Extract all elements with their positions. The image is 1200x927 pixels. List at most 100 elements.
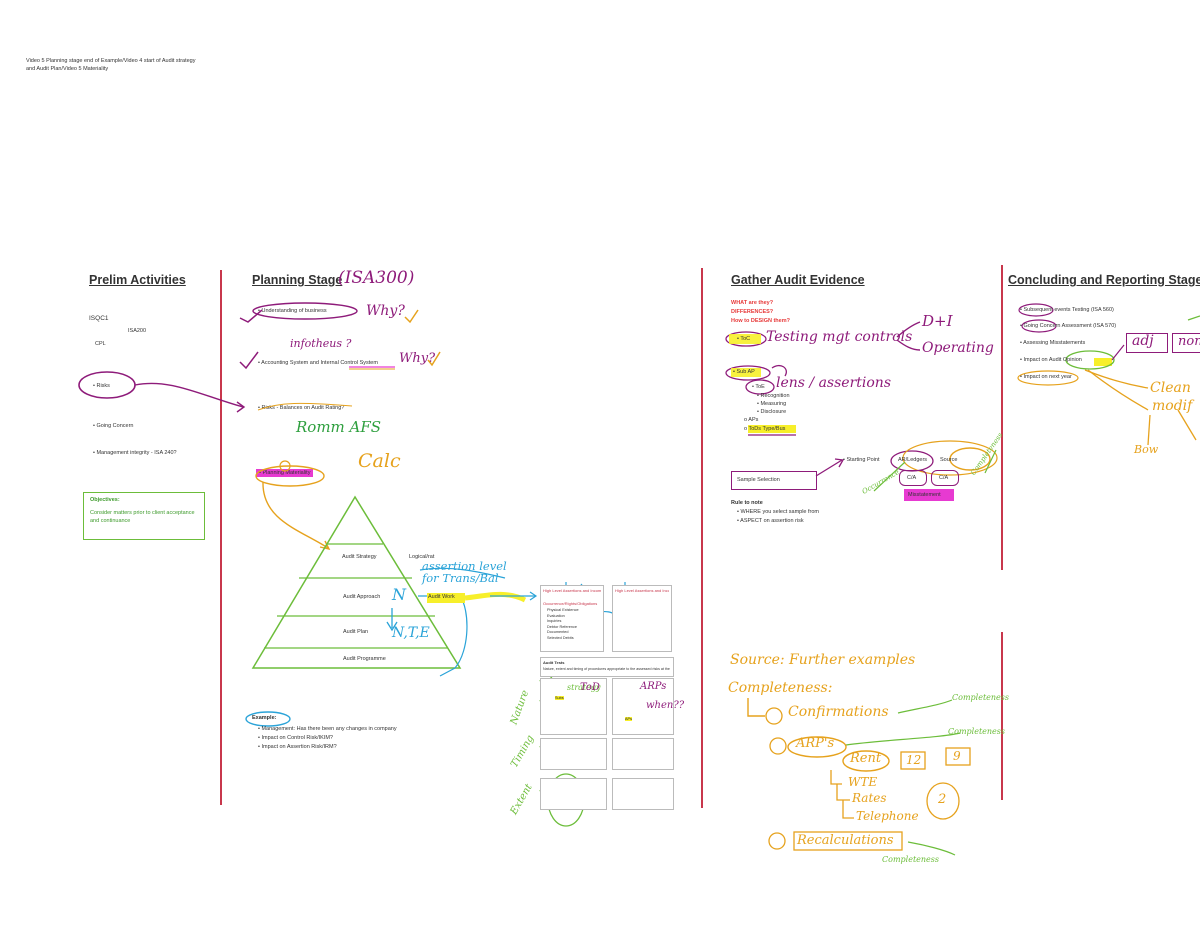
column-divider [701, 268, 703, 808]
nature-card-right: APs [612, 678, 674, 735]
recalculations-note: Recalculations [797, 833, 894, 848]
disclosure-item: • Disclosure [757, 409, 787, 415]
concluding-item-1: • Subsequent events Testing (ISA 560) [1020, 307, 1114, 313]
tods-item: o ToDs Type/Bus [744, 426, 786, 432]
telephone-note: Telephone [856, 809, 919, 823]
completeness-heading: Completeness: [728, 680, 833, 696]
strategy-note: strategy [567, 683, 601, 692]
timing-card-right [612, 738, 674, 770]
extent-card-right [612, 778, 674, 810]
misstatement-label: Misstatement [908, 492, 941, 498]
assertions-card-2-title: High Level Assertions and Income [615, 588, 669, 593]
header-line-2: and Audit Plan/Video 5 Materiality [26, 66, 109, 72]
example-item-2-label: Impact on Control Risk/IKIM? [261, 735, 333, 741]
toe-label: ToE [755, 384, 765, 390]
business-circle [252, 302, 358, 320]
sample-selection-box: Sample Selection [731, 471, 817, 490]
tick-mark [427, 351, 441, 367]
confirmations-note: Confirmations [788, 704, 889, 720]
concluding-title: Concluding and Reporting Stage [1008, 273, 1200, 287]
extent-card-left [540, 778, 607, 810]
audit-tests-card: Audit Tests Nature, extent and timing of… [540, 657, 674, 677]
ca-label-1: C/A [907, 475, 917, 481]
bow-note: Bow [1134, 443, 1159, 456]
risks-arrow [134, 382, 244, 408]
ca-box-1: C/A [899, 470, 927, 486]
example-item-3: • Impact on Assertion Risk/IRM? [258, 744, 337, 750]
concluding-item-3-label: Assessing Misstatements [1023, 340, 1086, 346]
calc-note: Calc [358, 450, 401, 472]
planning-item-systems: • Accounting System and Internal Control… [258, 360, 378, 366]
di-note: D+I [922, 312, 953, 330]
planning-item-materiality-label: Planning Materiality [262, 470, 311, 476]
example-item-1: • Management: Has there been any changes… [258, 726, 397, 732]
header-line-1: Video 5 Planning stage end of Example/Vi… [26, 58, 196, 64]
management-integrity-item: • Management integrity - ISA 240? [93, 450, 177, 456]
non-label: non [1178, 334, 1200, 349]
aps-label: APs [748, 417, 759, 423]
examples-title: Example: [252, 715, 277, 721]
completeness-note-1: Completeness [952, 693, 1009, 702]
why-note-1: Why? [366, 303, 405, 319]
assertions-card-1-item: Debtor Reference [547, 624, 577, 629]
objectives-title: Objectives: [90, 497, 120, 503]
completeness-note-2: Completeness [948, 727, 1005, 736]
example-circle [245, 711, 291, 727]
toc-label: ToC [740, 336, 751, 342]
question-differences: DIFFERENCES? [731, 309, 774, 315]
ledgers-label: AR/Ledgers [898, 457, 928, 463]
pyramid-logical: Logical/rat [409, 554, 435, 560]
measuring-item: • Measuring [757, 401, 787, 407]
twelve-note: 12 [906, 753, 922, 767]
tod-note: ToD [580, 682, 600, 693]
going-concern-item: • Going Concern [93, 423, 134, 429]
risks-circle [78, 371, 136, 399]
aps-card-item: APs [625, 717, 673, 721]
example-item-1-label: Management: Has there been any changes i… [261, 726, 397, 732]
tick-mark [239, 309, 263, 323]
tick-mark [404, 309, 419, 324]
objectives-box: Objectives: Consider matters prior to cl… [83, 492, 205, 540]
sub-ap-circle [725, 365, 771, 381]
toc-circle [725, 331, 767, 347]
ca-box-2: C/A [931, 470, 959, 486]
concluding-item-2-label: Going Concern Assessment (ISA 570) [1023, 323, 1117, 329]
isa200-label: ISA200 [128, 328, 147, 334]
wte-note: WTE [848, 775, 878, 789]
planning-item-risks: • Risks - Balances on Audit Rating? [258, 405, 345, 411]
infos-note: infotheus ? [290, 337, 352, 350]
ca-label-2: C/A [939, 475, 949, 481]
question-design: How to DESIGN them? [731, 318, 790, 324]
modif-note: modif [1152, 398, 1193, 414]
arps-completeness-note: ARP's [796, 736, 835, 751]
audit-work-label: Audit Work [428, 594, 455, 600]
assertions-card-1-item: Inquiries [547, 619, 562, 623]
aps-card-label: APs [625, 717, 632, 721]
concluding-item-3: • Assessing Misstatements [1020, 340, 1086, 346]
testing-controls-note: Testing mgt controls [766, 329, 913, 345]
recognition-item: • Recognition [757, 393, 790, 399]
materiality-circle [255, 465, 325, 487]
rates-note: Rates [852, 791, 887, 805]
concluding-item-5: • Impact on next year [1020, 374, 1072, 380]
example-item-2: • Impact on Control Risk/IKIM? [258, 735, 333, 741]
rule-item-1: • WHERE you select sample from [737, 509, 820, 515]
sub-ap-item: • Sub AP [733, 369, 755, 375]
rule-title: Rule to note [731, 500, 763, 506]
concluding-item-1-label: Subsequent events Testing (ISA 560) [1023, 307, 1114, 313]
example-item-3-label: Impact on Assertion Risk/IRM? [261, 744, 337, 750]
audit-tests-text: Nature, extent and timing of procedures … [543, 667, 671, 671]
prelim-title: Prelim Activities [89, 273, 186, 287]
question-what: WHAT are they? [731, 300, 774, 306]
assertions-card-1-item: Selected Debits [547, 635, 574, 640]
planning-title: Planning Stage [252, 273, 343, 287]
source-label: Source [940, 457, 958, 463]
gather-title: Gather Audit Evidence [731, 273, 865, 287]
tods-label: ToDs Type/Bus [748, 426, 786, 432]
assertions-card-1-item: Documented [547, 630, 569, 634]
timing-card-left [540, 738, 607, 770]
when-note: when?? [646, 700, 685, 711]
objectives-text: Consider matters prior to client accepta… [90, 510, 195, 525]
pyramid-audit-plan: Audit Plan [343, 629, 369, 635]
sample-selection-label: Sample Selection [737, 477, 780, 483]
